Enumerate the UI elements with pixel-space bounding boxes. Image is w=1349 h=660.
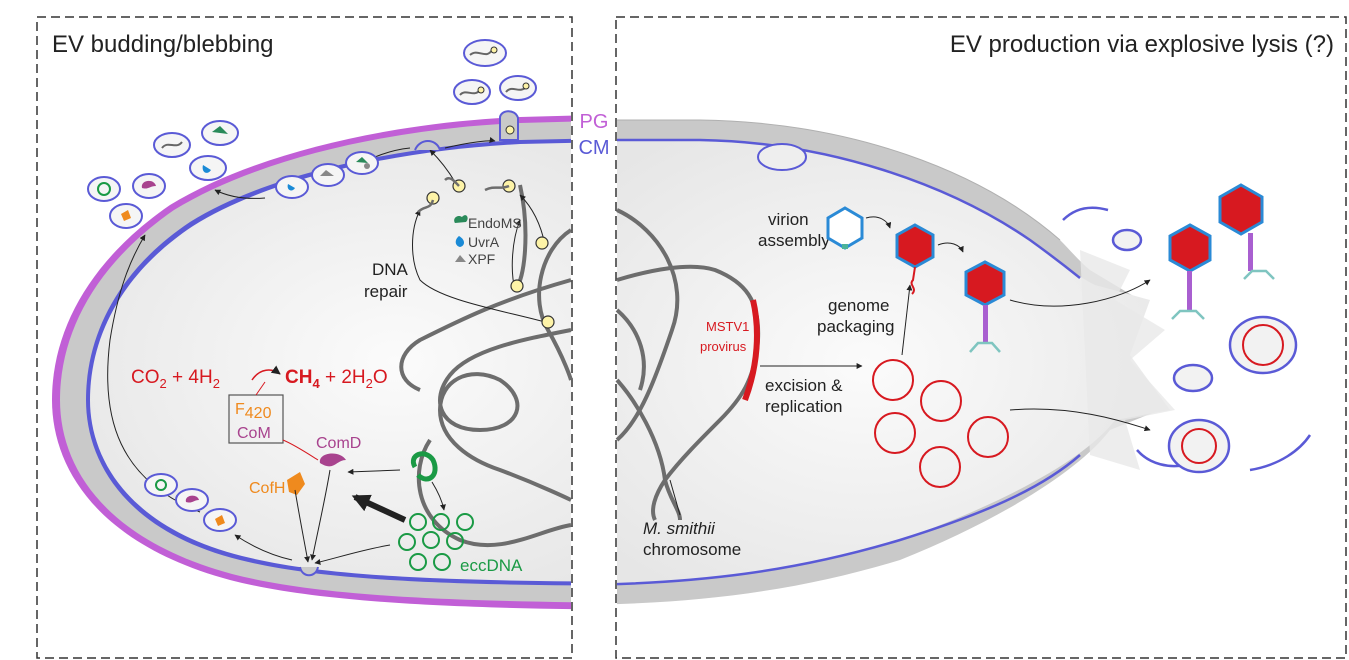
comd-label: ComD [316,435,361,452]
cm-label: CM [578,137,609,159]
uvra-icon [455,236,464,247]
chromosome-label: chromosome [643,540,741,559]
dna-repair-label-1: DNA [372,260,409,279]
cytoplasm-right [617,140,1170,585]
right-panel-frame [615,16,1347,659]
left-panel-frame [36,16,573,659]
mstv1-label-1: MSTV1 [706,319,749,334]
cofh-icon [287,472,305,495]
genome-label-1: genome [828,296,889,315]
uvra-label: UvrA [468,234,500,250]
budding-vesicles-bottom [144,473,237,532]
released-vesicles-top [87,39,537,229]
lysis-vesicle-2 [1167,418,1231,474]
replicated-genomes [872,359,1009,488]
mstv1-label-2: provirus [700,339,747,354]
mstv1-provirus [742,299,760,402]
endoms-label: EndoMS [468,215,522,231]
pg-label: PG [580,111,609,133]
cofh-label: CofH [249,480,285,497]
dna-repair-label-2: repair [364,282,408,301]
lysis-vesicle-1 [1228,315,1298,375]
released-virion-1 [1168,223,1212,273]
empty-capsid [826,206,864,250]
cytoplasm-left [90,142,571,582]
eccdna-loop [410,451,438,482]
svg-text:CO2 + 4H2: CO2 + 4H2 [131,367,220,391]
excision-label-1: excision & [765,376,843,395]
eccdna-circles [398,513,474,571]
budding-vesicles-top [275,151,379,199]
xpf-label: XPF [468,251,495,267]
methanogenesis-reaction: CO2 + 4H2 CH4 + 2H2O [131,365,388,391]
comd-icon [319,453,346,467]
xpf-icon [455,255,466,262]
genome-label-2: packaging [817,317,895,336]
filling-capsid [895,223,935,269]
com-label: CoM [237,425,271,442]
svg-text:F420: F420 [235,401,272,422]
virion-label-2: assembly [758,231,830,250]
left-cell [52,115,571,610]
right-panel-title: EV production via explosive lysis (?) [950,31,1334,58]
svg-text:CH4 + 2H2O: CH4 + 2H2O [285,367,388,391]
excision-label-2: replication [765,397,843,416]
endoms-icon [454,215,468,223]
left-panel-title: EV budding/blebbing [52,31,274,58]
released-virion-2 [1218,183,1264,236]
virion-label-1: virion [768,210,809,229]
right-cell [617,119,1175,605]
eccdna-label: eccDNA [460,556,523,575]
chromosome-species-label: M. smithii [643,519,716,538]
mature-virion-1 [964,260,1006,307]
